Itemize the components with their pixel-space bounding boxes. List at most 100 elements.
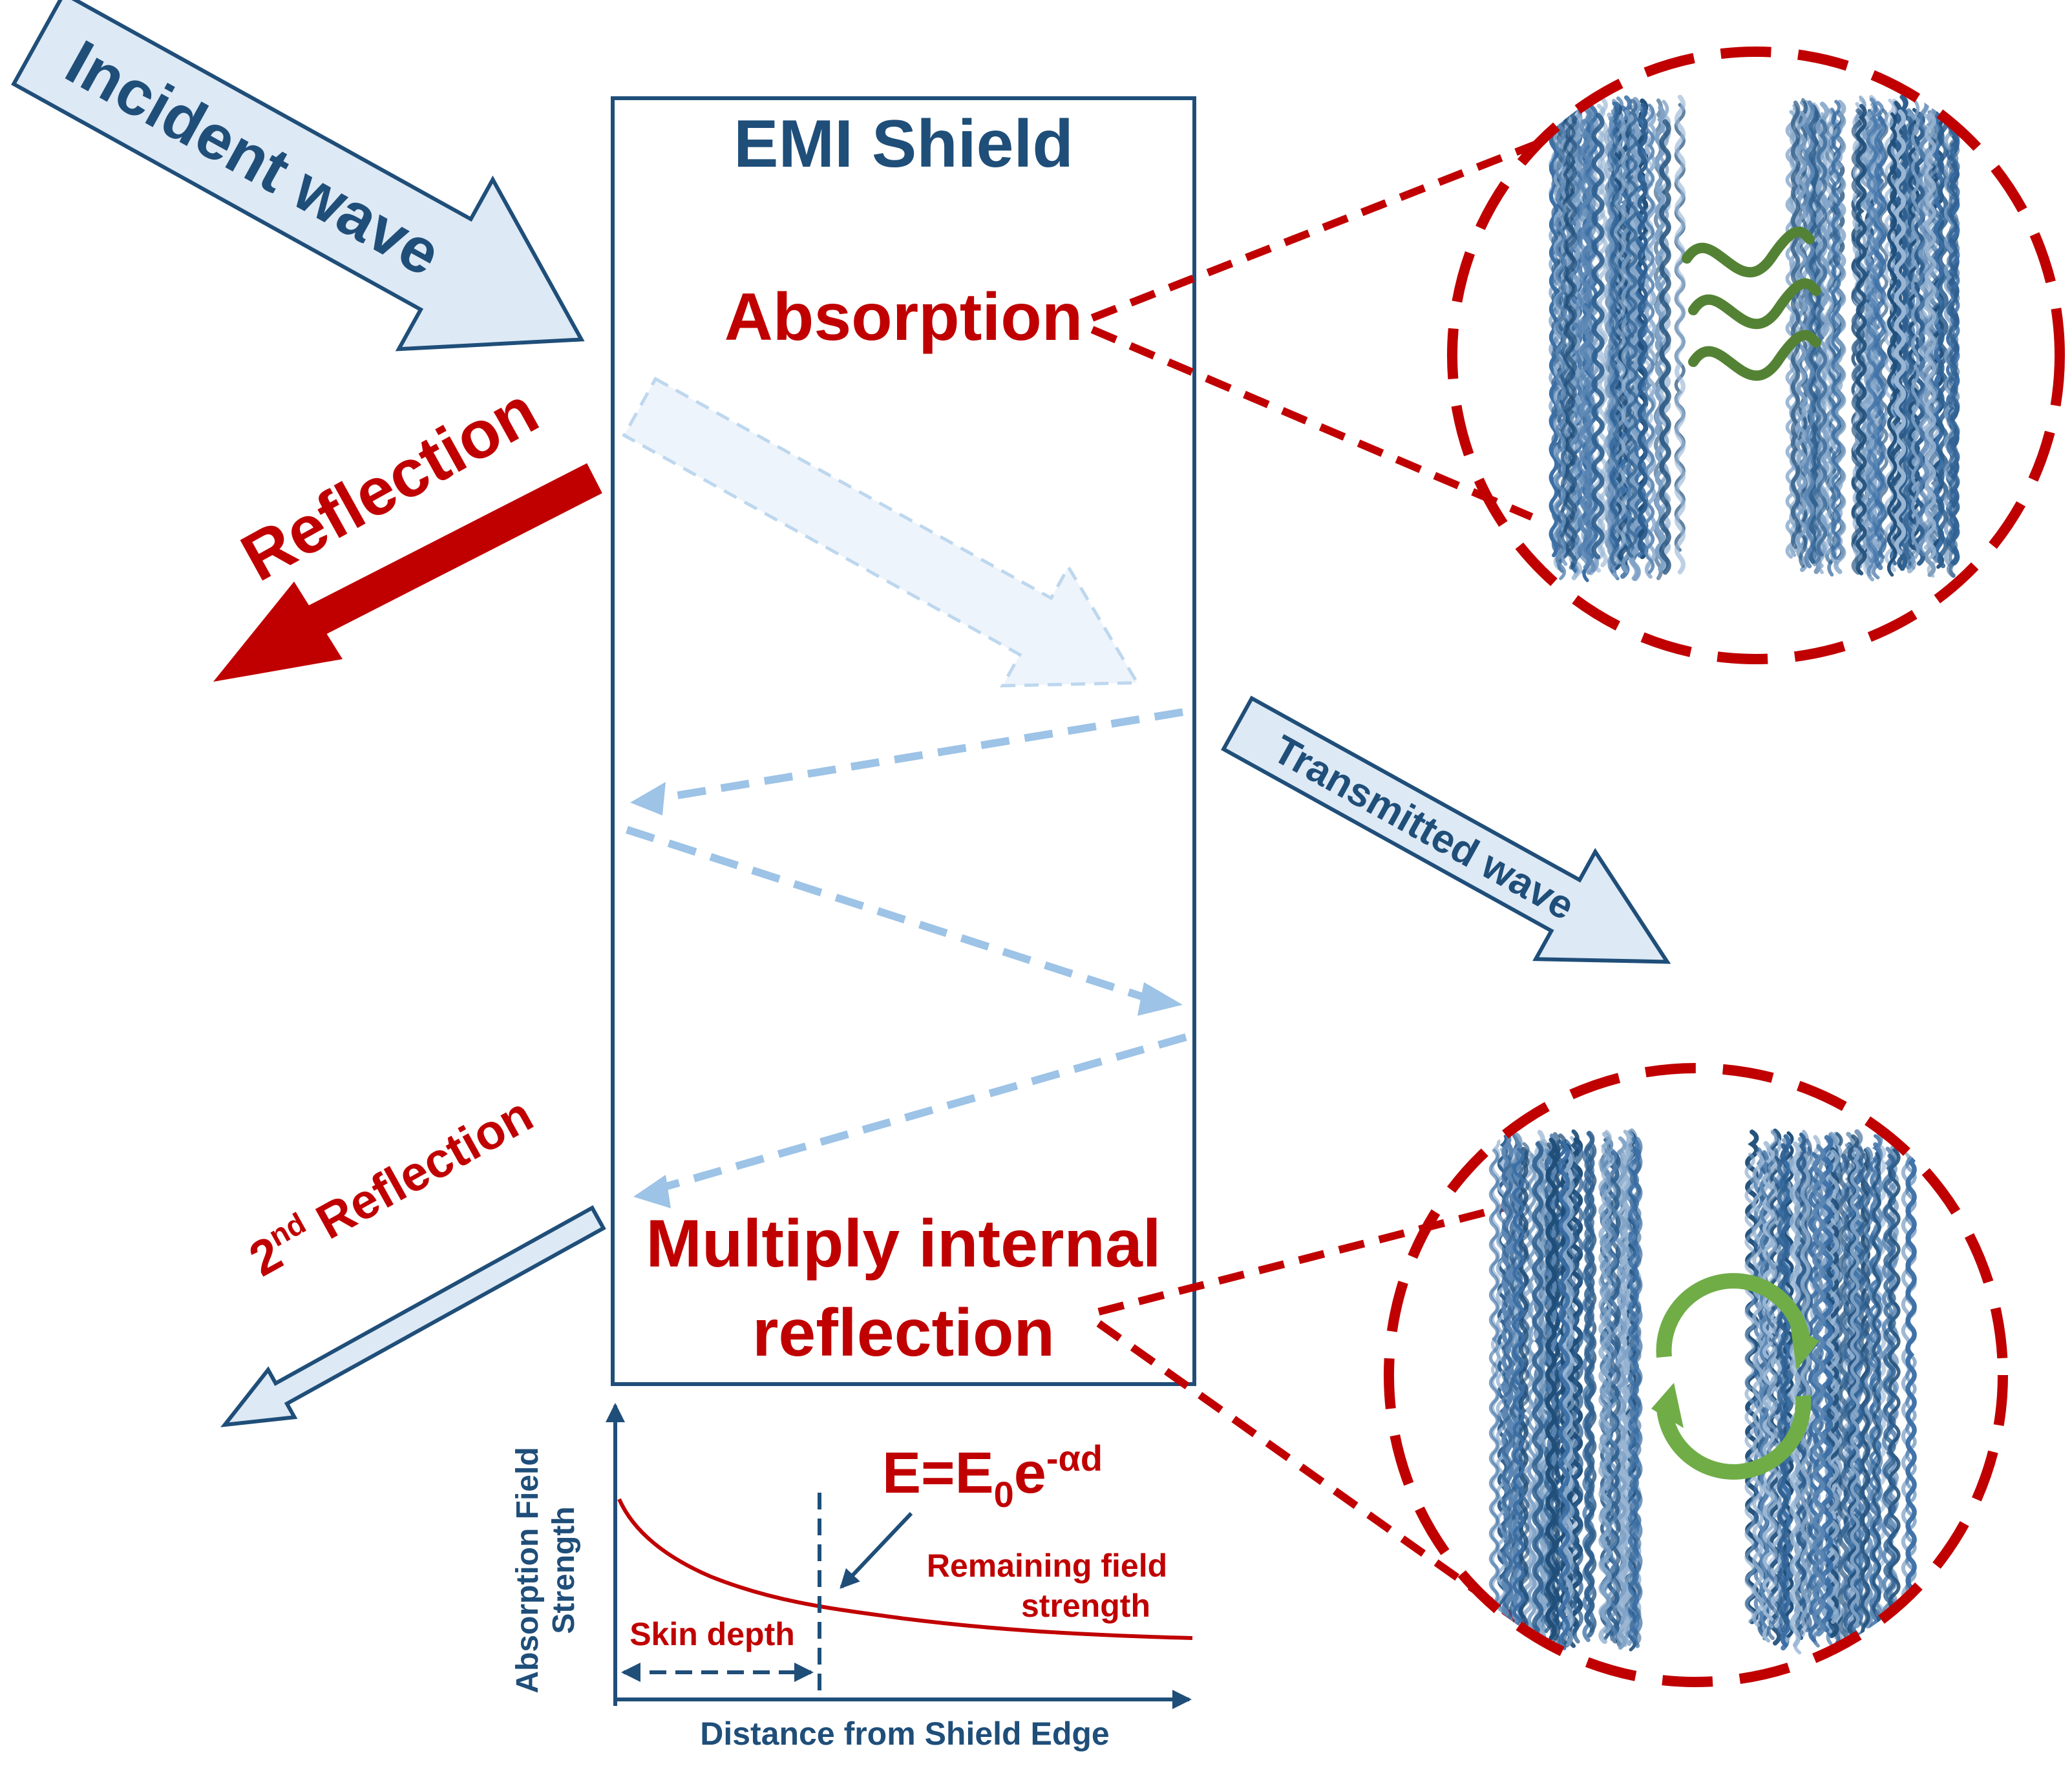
fiber-strand xyxy=(1555,99,1567,580)
fiber-strand xyxy=(1816,119,1828,557)
fiber-strand xyxy=(1752,1151,1764,1628)
shield-box xyxy=(611,96,1196,1386)
equation-base: e xyxy=(1014,1441,1046,1506)
fiber-bundle-bottom xyxy=(1488,1128,1917,1655)
fiber-strand xyxy=(1658,113,1671,556)
incident-wave-arrow: Incident wave xyxy=(11,0,585,352)
fiber-strand xyxy=(1910,100,1920,560)
absorption-field-plot: Absorption Field Strength Distance from … xyxy=(511,1403,1193,1752)
fiber-strand xyxy=(1905,1146,1917,1632)
skin-depth-label: Skin depth xyxy=(629,1616,795,1652)
equation-exponent: -αd xyxy=(1046,1438,1103,1478)
fiber-strand xyxy=(1790,100,1801,549)
fiber-strand xyxy=(1903,116,1915,560)
plot-ylabel-line2: Strength xyxy=(547,1506,581,1634)
transmitted-wave-arrow: Transmitted wave xyxy=(1221,695,1671,964)
fiber-strand xyxy=(1518,1142,1530,1619)
fiber-strand xyxy=(1628,1137,1640,1643)
svg-text:2ndReflection: 2ndReflection xyxy=(239,1084,542,1287)
fiber-strand xyxy=(1855,103,1867,576)
fiber-strand xyxy=(1659,119,1671,575)
plot-xlabel: Distance from Shield Edge xyxy=(700,1716,1109,1752)
fiber-strand xyxy=(1851,108,1865,575)
absorption-zoom-circle xyxy=(1447,47,2065,664)
fiber-strand xyxy=(1597,97,1608,567)
reflection-label: Reflection xyxy=(229,373,550,596)
dash-arrowhead-1 xyxy=(630,782,666,815)
fiber-strand xyxy=(1894,109,1907,555)
fiber-strand xyxy=(1532,1141,1544,1632)
second-reflection-label: 2ndReflection xyxy=(239,1084,542,1287)
fiber-strand xyxy=(1890,100,1903,554)
fiber-strand xyxy=(1766,1129,1778,1629)
fiber-strand xyxy=(1779,1138,1788,1630)
fiber-strand xyxy=(1872,1151,1881,1644)
cycle-arrows-icon xyxy=(1651,1273,1819,1480)
fiber-strand xyxy=(1503,1142,1514,1634)
fiber-strand xyxy=(1796,110,1807,549)
fiber-strand xyxy=(1565,99,1578,570)
internal-reflection-paths xyxy=(626,708,1187,1194)
equation-main: E=E xyxy=(882,1441,994,1506)
fiber-strand xyxy=(1937,114,1949,569)
fiber-strand xyxy=(1837,1153,1850,1650)
second-reflection-word: Reflection xyxy=(308,1087,542,1250)
fiber-strand xyxy=(1905,1129,1917,1649)
fiber-bundle-top xyxy=(1549,94,1960,582)
fiber-strand xyxy=(1790,1141,1801,1648)
fiber-strand xyxy=(1887,112,1898,577)
absorption-zoom-lines xyxy=(1090,138,1543,521)
fiber-strand xyxy=(1584,1130,1595,1638)
decay-equation: E=E0e-αd xyxy=(882,1438,1103,1515)
multiple-reflection-line2: reflection xyxy=(752,1296,1055,1371)
fiber-strand xyxy=(1591,112,1605,560)
fiber-strand xyxy=(1580,107,1592,570)
fiber-strand xyxy=(1820,1135,1834,1633)
fiber-strand xyxy=(1613,114,1626,565)
fiber-strand xyxy=(1488,1148,1499,1630)
fiber-strand xyxy=(1629,97,1641,582)
remaining-field-line2: strength xyxy=(1021,1588,1150,1624)
fiber-strand xyxy=(1606,1148,1618,1641)
second-reflection-arrow xyxy=(220,1205,606,1427)
reflection-arrow xyxy=(213,463,602,682)
reflection-zoom-circle xyxy=(1384,1063,2008,1687)
transmitted-wave-label: Transmitted wave xyxy=(1266,727,1582,929)
fiber-strand xyxy=(1512,1148,1525,1646)
fiber-strand xyxy=(1626,99,1638,558)
fiber-strand xyxy=(1812,1145,1825,1637)
multiple-reflection-line1: Multiply internal xyxy=(646,1206,1161,1281)
fiber-strand xyxy=(1501,1153,1513,1622)
fiber-strand xyxy=(1610,106,1620,567)
fiber-strand xyxy=(1637,102,1648,553)
fiber-strand xyxy=(1866,102,1878,582)
decay-curve xyxy=(617,1498,1193,1640)
plot-ylabel-line1: Absorption Field xyxy=(511,1447,545,1693)
multiple-reflection-zoom-lines xyxy=(1096,1203,1541,1638)
fiber-strand xyxy=(1800,1153,1811,1630)
remaining-field-line1: Remaining field xyxy=(927,1548,1167,1584)
absorbed-wave-icon xyxy=(1682,226,1821,381)
equation-subscript: 0 xyxy=(994,1474,1014,1515)
incident-wave-label: Incident wave xyxy=(55,26,452,289)
fiber-strand xyxy=(1872,1130,1883,1639)
equation-pointer xyxy=(840,1511,913,1589)
fiber-strand xyxy=(1946,116,1960,578)
fiber-strand xyxy=(1511,1153,1523,1625)
fiber-strand xyxy=(1572,1143,1583,1644)
fiber-strand xyxy=(1616,1151,1627,1630)
fiber-strand xyxy=(1598,1131,1611,1645)
fiber-strand xyxy=(1558,1142,1570,1650)
fiber-strand xyxy=(1862,1146,1874,1629)
shield-title: EMI Shield xyxy=(734,107,1073,182)
fiber-strand xyxy=(1831,100,1841,560)
dash-arrowhead-3 xyxy=(633,1175,671,1208)
fiber-strand xyxy=(1934,96,1945,563)
fiber-strand xyxy=(1644,103,1655,574)
fiber-strand xyxy=(1847,1134,1859,1637)
fiber-strand xyxy=(1850,1147,1860,1628)
absorption-label: Absorption xyxy=(724,280,1083,355)
fiber-strand xyxy=(1924,112,1937,560)
fiber-strand xyxy=(1883,1153,1896,1641)
